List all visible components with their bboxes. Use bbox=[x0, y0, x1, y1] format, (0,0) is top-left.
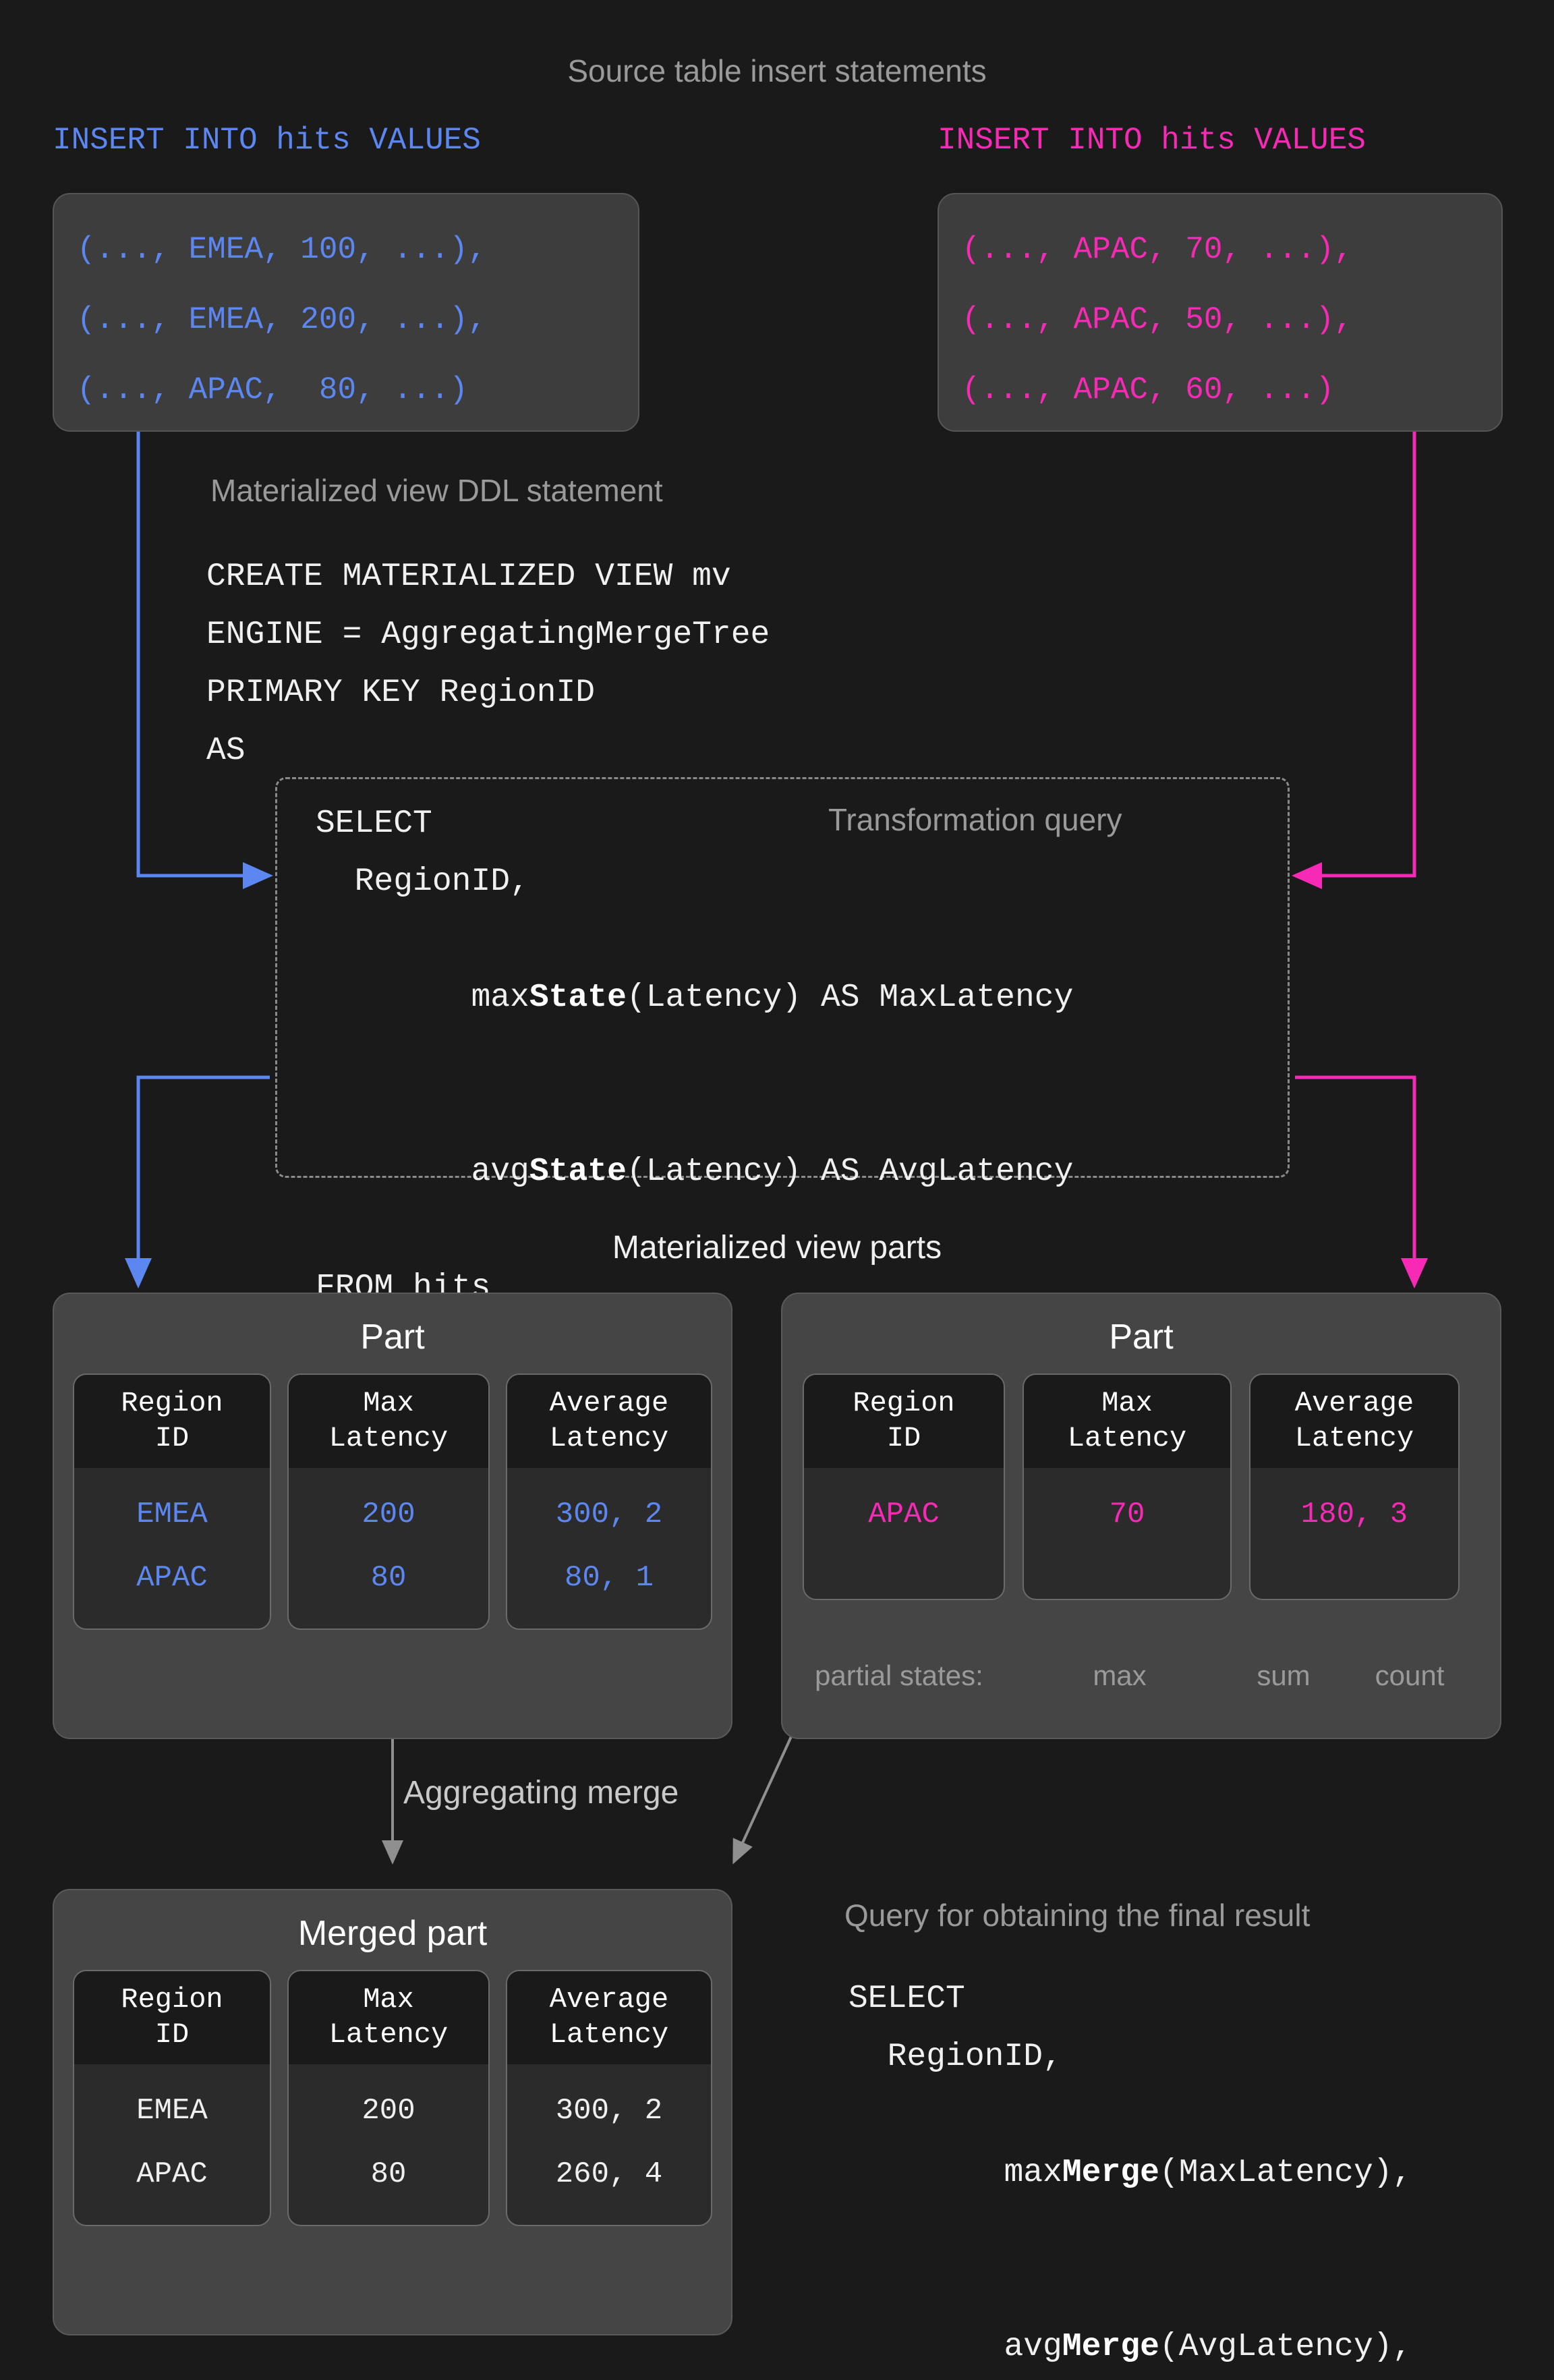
column-header: Region ID bbox=[74, 1375, 270, 1468]
final-query-text: SELECT RegionID, maxMerge(MaxLatency), a… bbox=[848, 1970, 1412, 2380]
heading-mv-parts: Materialized view parts bbox=[612, 1230, 942, 1266]
column-header: Average Latency bbox=[507, 1375, 711, 1468]
column-header: Max Latency bbox=[1024, 1375, 1230, 1468]
mv-ddl-statement: CREATE MATERIALIZED VIEW mv ENGINE = Agg… bbox=[206, 548, 770, 780]
table-cell: APAC bbox=[136, 1561, 208, 1595]
insert-left-row: (..., EMEA, 100, ...), bbox=[77, 232, 487, 267]
part-left-title: Part bbox=[360, 1318, 425, 1357]
insert-left-row: (..., EMEA, 200, ...), bbox=[77, 302, 487, 337]
ddl-line: ENGINE = AggregatingMergeTree bbox=[206, 617, 770, 653]
insert-right-row: (..., APAC, 60, ...) bbox=[962, 372, 1335, 407]
table-cell: 80, 1 bbox=[564, 1561, 654, 1595]
tq-line: SELECT bbox=[316, 805, 432, 842]
fq-line: RegionID, bbox=[848, 2039, 1062, 2075]
arrow-part-right-to-merged bbox=[732, 1733, 794, 1865]
heading-final-query: Query for obtaining the final result bbox=[844, 1898, 1311, 1933]
tq-fn-rest: (Latency) AS AvgLatency bbox=[626, 1154, 1074, 1190]
part-right-column: Region ID APAC bbox=[803, 1373, 1005, 1600]
table-cell: 80 bbox=[370, 2157, 407, 2191]
ddl-line: AS bbox=[206, 733, 246, 769]
insert-right-row: (..., APAC, 70, ...), bbox=[962, 232, 1353, 267]
tq-fn-rest: (Latency) AS MaxLatency bbox=[626, 980, 1074, 1016]
arrow-insert-right-to-query bbox=[1292, 432, 1416, 889]
insert-right-row: (..., APAC, 50, ...), bbox=[962, 302, 1353, 337]
part-left-box: Part Region ID EMEA APAC Max Latency 200… bbox=[53, 1293, 732, 1739]
fq-fn-rest: (AvgLatency), bbox=[1159, 2329, 1412, 2365]
table-cell: 200 bbox=[362, 2094, 415, 2128]
tq-line: maxState(Latency) AS MaxLatency bbox=[316, 911, 1073, 1085]
table-cell: EMEA bbox=[136, 1498, 208, 1531]
part-right-box: Part Region ID APAC Max Latency 70 Avera… bbox=[781, 1293, 1501, 1739]
insert-right-box: (..., APAC, 70, ...), (..., APAC, 50, ..… bbox=[938, 193, 1503, 432]
merged-part-column: Max Latency 200 80 bbox=[287, 1970, 490, 2226]
part-right-column: Max Latency 70 bbox=[1023, 1373, 1232, 1600]
tq-fn-suffix-bold: State bbox=[529, 1154, 627, 1190]
table-cell: 200 bbox=[362, 1498, 415, 1531]
label-partial-state-count: count bbox=[1375, 1660, 1445, 1691]
label-partial-states: partial states: bbox=[815, 1660, 983, 1691]
heading-source-inserts: Source table insert statements bbox=[567, 53, 987, 88]
fq-line: maxMerge(MaxLatency), bbox=[848, 2086, 1412, 2260]
column-header: Region ID bbox=[74, 1971, 270, 2064]
fq-fn-suffix-bold: Merge bbox=[1062, 2155, 1159, 2191]
tq-fn-prefix: avg bbox=[432, 1154, 529, 1190]
fq-line: SELECT bbox=[848, 1981, 965, 2017]
label-transformation-query: Transformation query bbox=[828, 802, 1122, 837]
table-cell: 300, 2 bbox=[555, 1498, 663, 1531]
fq-fn-prefix: max bbox=[965, 2155, 1062, 2191]
insert-left-box: (..., EMEA, 100, ...), (..., EMEA, 200, … bbox=[53, 193, 639, 432]
tq-fn-prefix: max bbox=[432, 980, 529, 1016]
part-left-column: Average Latency 300, 2 80, 1 bbox=[506, 1373, 712, 1630]
table-cell: 70 bbox=[1109, 1498, 1145, 1531]
label-partial-state-sum: sum bbox=[1257, 1660, 1311, 1691]
column-header: Region ID bbox=[804, 1375, 1004, 1468]
column-header: Max Latency bbox=[289, 1971, 488, 2064]
ddl-line: CREATE MATERIALIZED VIEW mv bbox=[206, 559, 731, 595]
merged-part-box: Merged part Region ID EMEA APAC Max Late… bbox=[53, 1889, 732, 2335]
tq-fn-suffix-bold: State bbox=[529, 980, 627, 1016]
table-cell: APAC bbox=[868, 1498, 940, 1531]
ddl-line: PRIMARY KEY RegionID bbox=[206, 675, 596, 711]
part-right-title: Part bbox=[1109, 1318, 1174, 1357]
table-cell: EMEA bbox=[136, 2094, 208, 2128]
column-header: Average Latency bbox=[1250, 1375, 1458, 1468]
part-left-column: Region ID EMEA APAC bbox=[73, 1373, 271, 1630]
merged-part-title: Merged part bbox=[297, 1914, 488, 1953]
transformation-query-text: SELECT RegionID, maxState(Latency) AS Ma… bbox=[316, 795, 1073, 1375]
merged-part-column: Average Latency 300, 2 260, 4 bbox=[506, 1970, 712, 2226]
column-header: Max Latency bbox=[289, 1375, 488, 1468]
fq-fn-rest: (MaxLatency), bbox=[1159, 2155, 1412, 2191]
part-right-column: Average Latency 180, 3 bbox=[1249, 1373, 1460, 1600]
insert-left-title: INSERT INTO hits VALUES bbox=[53, 123, 481, 158]
fq-line: avgMerge(AvgLatency), bbox=[848, 2260, 1412, 2380]
table-cell: 80 bbox=[370, 1561, 407, 1595]
part-left-column: Max Latency 200 80 bbox=[287, 1373, 490, 1630]
label-partial-state-max: max bbox=[1093, 1660, 1147, 1691]
table-cell: APAC bbox=[136, 2157, 208, 2191]
fq-fn-prefix: avg bbox=[965, 2329, 1062, 2365]
heading-mv-ddl: Materialized view DDL statement bbox=[210, 473, 663, 508]
tq-line: RegionID, bbox=[316, 863, 529, 900]
table-cell: 180, 3 bbox=[1300, 1498, 1408, 1531]
table-cell: 300, 2 bbox=[555, 2094, 663, 2128]
table-cell: 260, 4 bbox=[555, 2157, 663, 2191]
tq-line: avgState(Latency) AS AvgLatency bbox=[316, 1085, 1073, 1259]
insert-left-row: (..., APAC, 80, ...) bbox=[77, 372, 468, 407]
insert-right-title: INSERT INTO hits VALUES bbox=[938, 123, 1366, 158]
transformation-query-box bbox=[275, 777, 1290, 1178]
label-aggregating-merge: Aggregating merge bbox=[403, 1775, 679, 1811]
merged-part-column: Region ID EMEA APAC bbox=[73, 1970, 271, 2226]
fq-fn-suffix-bold: Merge bbox=[1062, 2329, 1159, 2365]
column-header: Average Latency bbox=[507, 1971, 711, 2064]
